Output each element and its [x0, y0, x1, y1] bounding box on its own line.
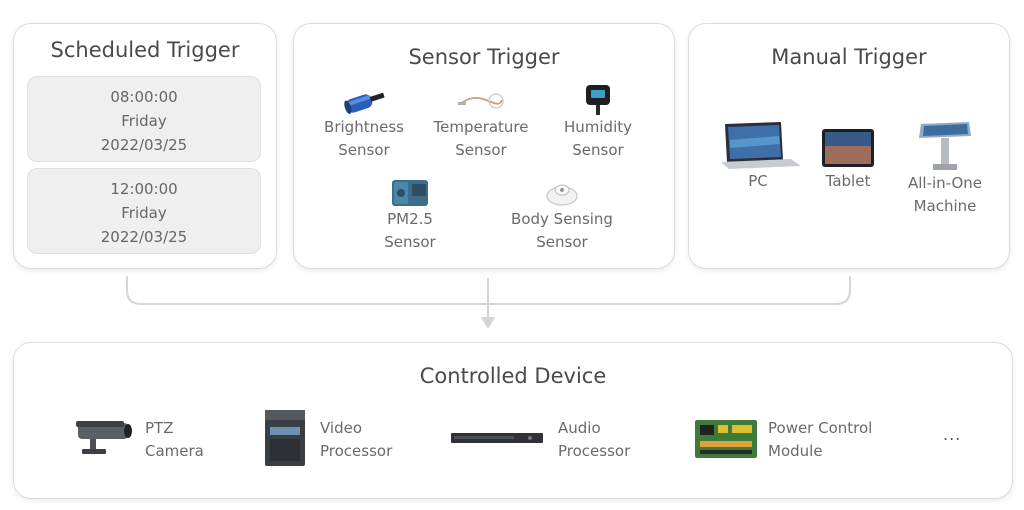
humidity-sensor-item: Humidity Sensor: [554, 84, 642, 162]
sensor-label: Sensor: [338, 141, 390, 159]
schedule-date: 2022/03/25: [100, 228, 188, 246]
manual-label: PC: [748, 172, 768, 190]
connector-arrow: [126, 276, 851, 329]
schedule-time: 08:00:00: [110, 88, 178, 106]
ptz-camera-icon: [76, 421, 132, 454]
body-sensing-sensor-icon: [546, 184, 578, 206]
pm25-sensor-item: PM2.5 Sensor: [368, 176, 452, 254]
sensor-label: Sensor: [536, 233, 588, 251]
sensor-label: PM2.5: [387, 210, 433, 228]
schedule-day: Friday: [121, 204, 167, 222]
manual-label: All-in-One: [907, 174, 983, 192]
body-sensing-sensor-item: Body Sensing Sensor: [500, 176, 624, 254]
humidity-sensor-icon: [586, 85, 610, 115]
device-label: Audio: [558, 419, 601, 437]
audio-processor-icon: [451, 433, 543, 443]
device-label: Power Control: [768, 419, 873, 437]
sensor-label: Temperature: [433, 118, 529, 136]
sensor-label: Humidity: [563, 118, 632, 136]
circuit-board-icon: [695, 420, 757, 458]
schedule-day: Friday: [121, 112, 167, 130]
brightness-sensor-icon: [344, 92, 385, 114]
controlled-device-panel: Controlled Device PTZ Camera Video Proce…: [13, 342, 1013, 499]
sensor-trigger-panel: Sensor Trigger Brightness Sensor Tempera…: [293, 23, 675, 269]
manual-label: Tablet: [825, 172, 871, 190]
device-label: Video: [320, 419, 363, 437]
sensor-label: Sensor: [384, 233, 436, 251]
tablet-item: Tablet: [811, 128, 885, 193]
manual-trigger-panel: Manual Trigger PC Tablet All-in-One Mach…: [688, 23, 1010, 269]
sensor-trigger-title: Sensor Trigger: [408, 45, 560, 69]
scheduled-trigger-panel: Scheduled Trigger 08:00:00 Friday 2022/0…: [13, 23, 277, 269]
device-label: Module: [768, 442, 823, 460]
more-ellipsis: ...: [943, 425, 962, 444]
device-label: Processor: [320, 442, 393, 460]
schedule-entry: 08:00:00 Friday 2022/03/25: [27, 76, 261, 162]
manual-trigger-title: Manual Trigger: [771, 45, 927, 69]
schedule-date: 2022/03/25: [100, 136, 188, 154]
laptop-icon: [721, 122, 801, 169]
video-processor-icon: [265, 410, 305, 466]
sensor-label: Sensor: [455, 141, 507, 159]
temperature-sensor-item: Temperature Sensor: [431, 88, 531, 162]
sensor-label: Sensor: [572, 141, 624, 159]
brightness-sensor-item: Brightness Sensor: [320, 88, 408, 162]
temperature-sensor-icon: [458, 93, 504, 109]
pc-item: PC: [713, 120, 803, 193]
sensor-label: Brightness: [324, 118, 404, 136]
device-label: Camera: [145, 442, 204, 460]
device-label: Processor: [558, 442, 631, 460]
all-in-one-item: All-in-One Machine: [897, 120, 993, 218]
tablet-icon: [822, 129, 874, 167]
schedule-entry: 12:00:00 Friday 2022/03/25: [27, 168, 261, 254]
manual-label: Machine: [913, 197, 977, 215]
kiosk-icon: [919, 122, 971, 170]
pm25-sensor-icon: [392, 180, 428, 206]
sensor-label: Body Sensing: [511, 210, 613, 228]
scheduled-trigger-title: Scheduled Trigger: [50, 38, 240, 62]
device-label: PTZ: [145, 419, 174, 437]
schedule-time: 12:00:00: [110, 180, 178, 198]
controlled-device-title: Controlled Device: [419, 364, 607, 388]
